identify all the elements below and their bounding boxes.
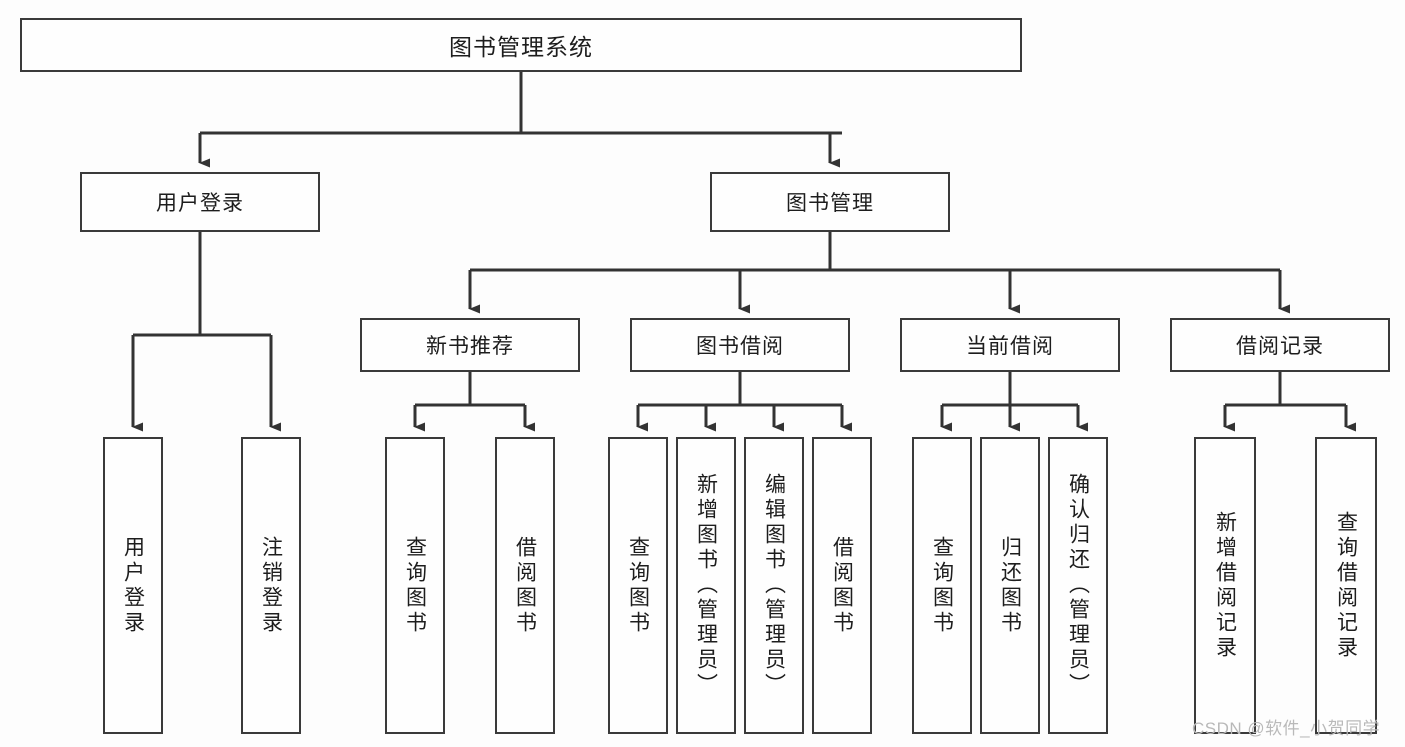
node-leaf-edit-book-label: 编辑图书（管理员） (762, 473, 786, 698)
node-user-login-label: 用户登录 (156, 192, 244, 215)
node-leaf-borrow-book-1[interactable]: 借阅图书 (495, 437, 555, 734)
node-leaf-confirm-return[interactable]: 确认归还（管理员） (1048, 437, 1108, 734)
node-leaf-add-book[interactable]: 新增图书（管理员） (676, 437, 736, 734)
node-leaf-return-book[interactable]: 归还图书 (980, 437, 1040, 734)
node-book-borrow[interactable]: 图书借阅 (630, 318, 850, 372)
node-leaf-return-book-label: 归还图书 (998, 535, 1022, 636)
node-leaf-query-book-2[interactable]: 查询图书 (608, 437, 668, 734)
node-leaf-query-book-3-label: 查询图书 (930, 535, 954, 636)
node-root[interactable]: 图书管理系统 (20, 18, 1022, 72)
node-leaf-query-book-1[interactable]: 查询图书 (385, 437, 445, 734)
node-leaf-borrow-book-2[interactable]: 借阅图书 (812, 437, 872, 734)
node-current-borrow[interactable]: 当前借阅 (900, 318, 1120, 372)
node-leaf-edit-book[interactable]: 编辑图书（管理员） (744, 437, 804, 734)
node-borrow-record-label: 借阅记录 (1236, 335, 1324, 358)
node-book-manage[interactable]: 图书管理 (710, 172, 950, 232)
node-leaf-query-record-label: 查询借阅记录 (1334, 510, 1358, 661)
node-book-borrow-label: 图书借阅 (696, 335, 784, 358)
node-leaf-query-book-2-label: 查询图书 (626, 535, 650, 636)
node-leaf-logout[interactable]: 注销登录 (241, 437, 301, 734)
node-leaf-query-book-3[interactable]: 查询图书 (912, 437, 972, 734)
node-leaf-query-book-1-label: 查询图书 (403, 535, 427, 636)
node-new-book-rec-label: 新书推荐 (426, 335, 514, 358)
node-current-borrow-label: 当前借阅 (966, 335, 1054, 358)
node-leaf-add-record-label: 新增借阅记录 (1213, 510, 1237, 661)
node-leaf-borrow-book-1-label: 借阅图书 (513, 535, 537, 636)
node-leaf-logout-label: 注销登录 (259, 535, 283, 636)
node-leaf-confirm-return-label: 确认归还（管理员） (1066, 473, 1090, 698)
node-user-login[interactable]: 用户登录 (80, 172, 320, 232)
node-root-label: 图书管理系统 (449, 34, 593, 60)
node-borrow-record[interactable]: 借阅记录 (1170, 318, 1390, 372)
node-leaf-user-login-label: 用户登录 (121, 535, 145, 636)
node-book-manage-label: 图书管理 (786, 192, 874, 215)
node-leaf-add-record[interactable]: 新增借阅记录 (1194, 437, 1256, 734)
node-new-book-rec[interactable]: 新书推荐 (360, 318, 580, 372)
watermark: CSDN @软件_小贺同学 (1192, 719, 1381, 738)
node-leaf-query-record[interactable]: 查询借阅记录 (1315, 437, 1377, 734)
node-leaf-borrow-book-2-label: 借阅图书 (830, 535, 854, 636)
node-leaf-add-book-label: 新增图书（管理员） (694, 473, 718, 698)
node-leaf-user-login[interactable]: 用户登录 (103, 437, 163, 734)
